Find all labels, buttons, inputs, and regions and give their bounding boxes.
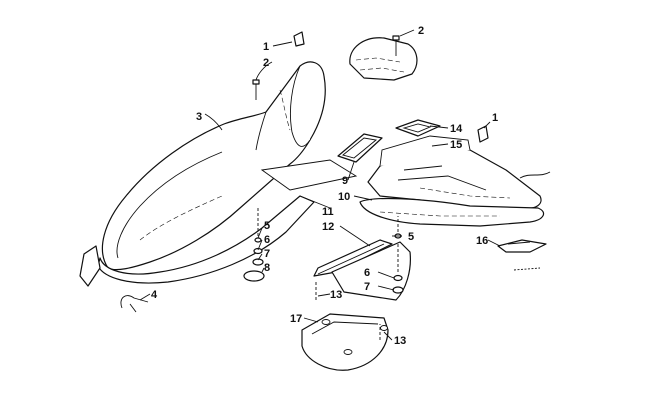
callout-15-tray: 15 xyxy=(450,139,462,151)
callout-13-lower: 13 xyxy=(394,335,406,347)
callout-14-cover: 14 xyxy=(450,123,463,135)
rivet-part xyxy=(293,31,489,143)
callout-1-rivet-left: 1 xyxy=(263,41,269,53)
callout-2-screw-right: 2 xyxy=(418,25,424,37)
leader-lines xyxy=(139,29,501,341)
seat-tray-part xyxy=(359,135,545,227)
hood-nose-part xyxy=(97,61,358,284)
callout-4-hook: 4 xyxy=(151,289,158,301)
callout-7-right: 7 xyxy=(364,281,370,293)
callout-2-screw-left: 2 xyxy=(263,57,269,69)
assembly-lines xyxy=(257,171,551,340)
callout-17-shield: 17 xyxy=(290,313,302,325)
callout-8-grommet: 8 xyxy=(264,262,270,274)
callout-13-upper: 13 xyxy=(330,289,342,301)
vent-cover-part xyxy=(395,119,441,137)
callout-7-left: 7 xyxy=(264,248,270,260)
callout-5-right: 5 xyxy=(408,231,414,243)
side-panel-part xyxy=(331,241,411,301)
callout-3-hood: 3 xyxy=(196,111,202,123)
rear-detail-part xyxy=(349,37,418,81)
hook-clip-part xyxy=(120,295,149,313)
cable-part xyxy=(513,267,541,271)
callout-9-frame: 9 xyxy=(342,175,348,187)
callout-6-left: 6 xyxy=(264,234,270,246)
callout-1-rivet-right: 1 xyxy=(492,112,498,124)
callout-10-deck: 10 xyxy=(338,191,350,203)
callout-6-right: 6 xyxy=(364,267,370,279)
callout-11-plate: 11 xyxy=(322,206,334,218)
callout-16-bracket: 16 xyxy=(476,235,488,247)
side-lens-part xyxy=(79,245,101,287)
callout-labels: 1 2 2 3 4 5 6 7 8 11 12 5 6 7 13 17 13 9… xyxy=(151,25,498,347)
small-bracket-part xyxy=(497,239,547,253)
vent-frame-part xyxy=(337,133,383,163)
callout-12-bracket: 12 xyxy=(322,221,334,233)
lower-shield-part xyxy=(301,313,389,371)
callout-5-left: 5 xyxy=(264,220,270,232)
